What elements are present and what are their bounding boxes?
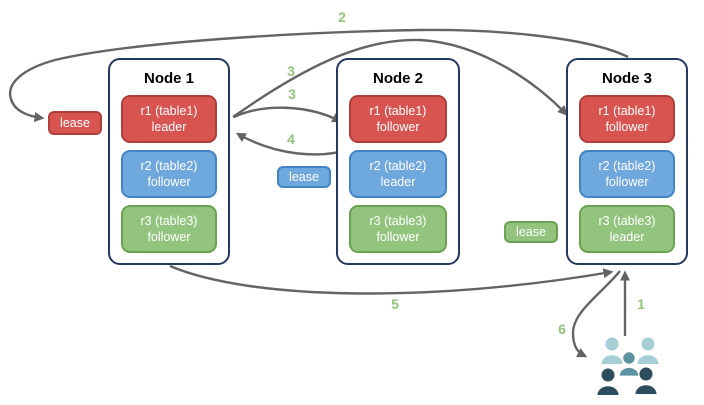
replica-role: leader <box>151 120 187 134</box>
replica-r3-node2: r3 (table3) follower <box>349 205 447 253</box>
node-1-title: Node 1 <box>143 70 194 87</box>
replica-r1-node3: r1 (table1) follower <box>579 95 675 143</box>
replica-name: r3 (table3) <box>598 214 656 228</box>
replica-role: leader <box>609 230 645 244</box>
arrow-step-3-to-node2 <box>233 106 343 123</box>
replica-name: r1 (table1) <box>140 104 198 118</box>
users-icon <box>597 337 659 395</box>
replica-role: follower <box>376 120 420 134</box>
replica-name: r2 (table2) <box>140 159 198 173</box>
node-3-box: Node 3 r1 (table1) follower r2 (table2) … <box>566 58 688 265</box>
replica-r2-node2: r2 (table2) leader <box>349 150 447 198</box>
replica-role: follower <box>605 175 649 189</box>
step-label-6: 6 <box>558 321 566 337</box>
step-label-1: 1 <box>637 296 645 312</box>
node-2-box: Node 2 r1 (table1) follower r2 (table2) … <box>336 58 460 265</box>
node-2-title: Node 2 <box>372 70 423 87</box>
replica-role: follower <box>605 120 649 134</box>
replica-name: r1 (table1) <box>369 104 427 118</box>
replica-name: r2 (table2) <box>369 159 427 173</box>
step-label-2: 2 <box>338 9 346 25</box>
replica-r1-node2: r1 (table1) follower <box>349 95 447 143</box>
replica-role: leader <box>380 175 416 189</box>
replica-name: r3 (table3) <box>369 214 427 228</box>
replica-role: follower <box>376 230 420 244</box>
step-label-4: 4 <box>287 131 295 147</box>
arrow-step-3-to-node3 <box>232 38 568 118</box>
replica-name: r2 (table2) <box>598 159 656 173</box>
step-label-3-lower: 3 <box>288 86 296 102</box>
node-3-title: Node 3 <box>601 70 652 87</box>
lease-badge-r1: lease <box>48 111 102 135</box>
replica-role: follower <box>147 175 191 189</box>
lease-badge-r3: lease <box>504 221 558 243</box>
replica-r3-node3: r3 (table3) leader <box>579 205 675 253</box>
replica-r2-node3: r2 (table2) follower <box>579 150 675 198</box>
replica-r1-node1: r1 (table1) leader <box>121 95 217 143</box>
replica-r3-node1: r3 (table3) follower <box>121 205 217 253</box>
replica-name: r3 (table3) <box>140 214 198 228</box>
arrow-step-2 <box>8 28 629 123</box>
replica-r2-node1: r2 (table2) follower <box>121 150 217 198</box>
step-label-5: 5 <box>391 296 399 312</box>
lease-badge-r2: lease <box>277 166 331 188</box>
arrow-step-6 <box>571 270 621 358</box>
replica-name: r1 (table1) <box>598 104 656 118</box>
node-1-box: Node 1 r1 (table1) leader r2 (table2) fo… <box>108 58 230 265</box>
replica-role: follower <box>147 230 191 244</box>
arrow-step-5 <box>169 264 614 295</box>
step-label-3-upper: 3 <box>287 63 295 79</box>
